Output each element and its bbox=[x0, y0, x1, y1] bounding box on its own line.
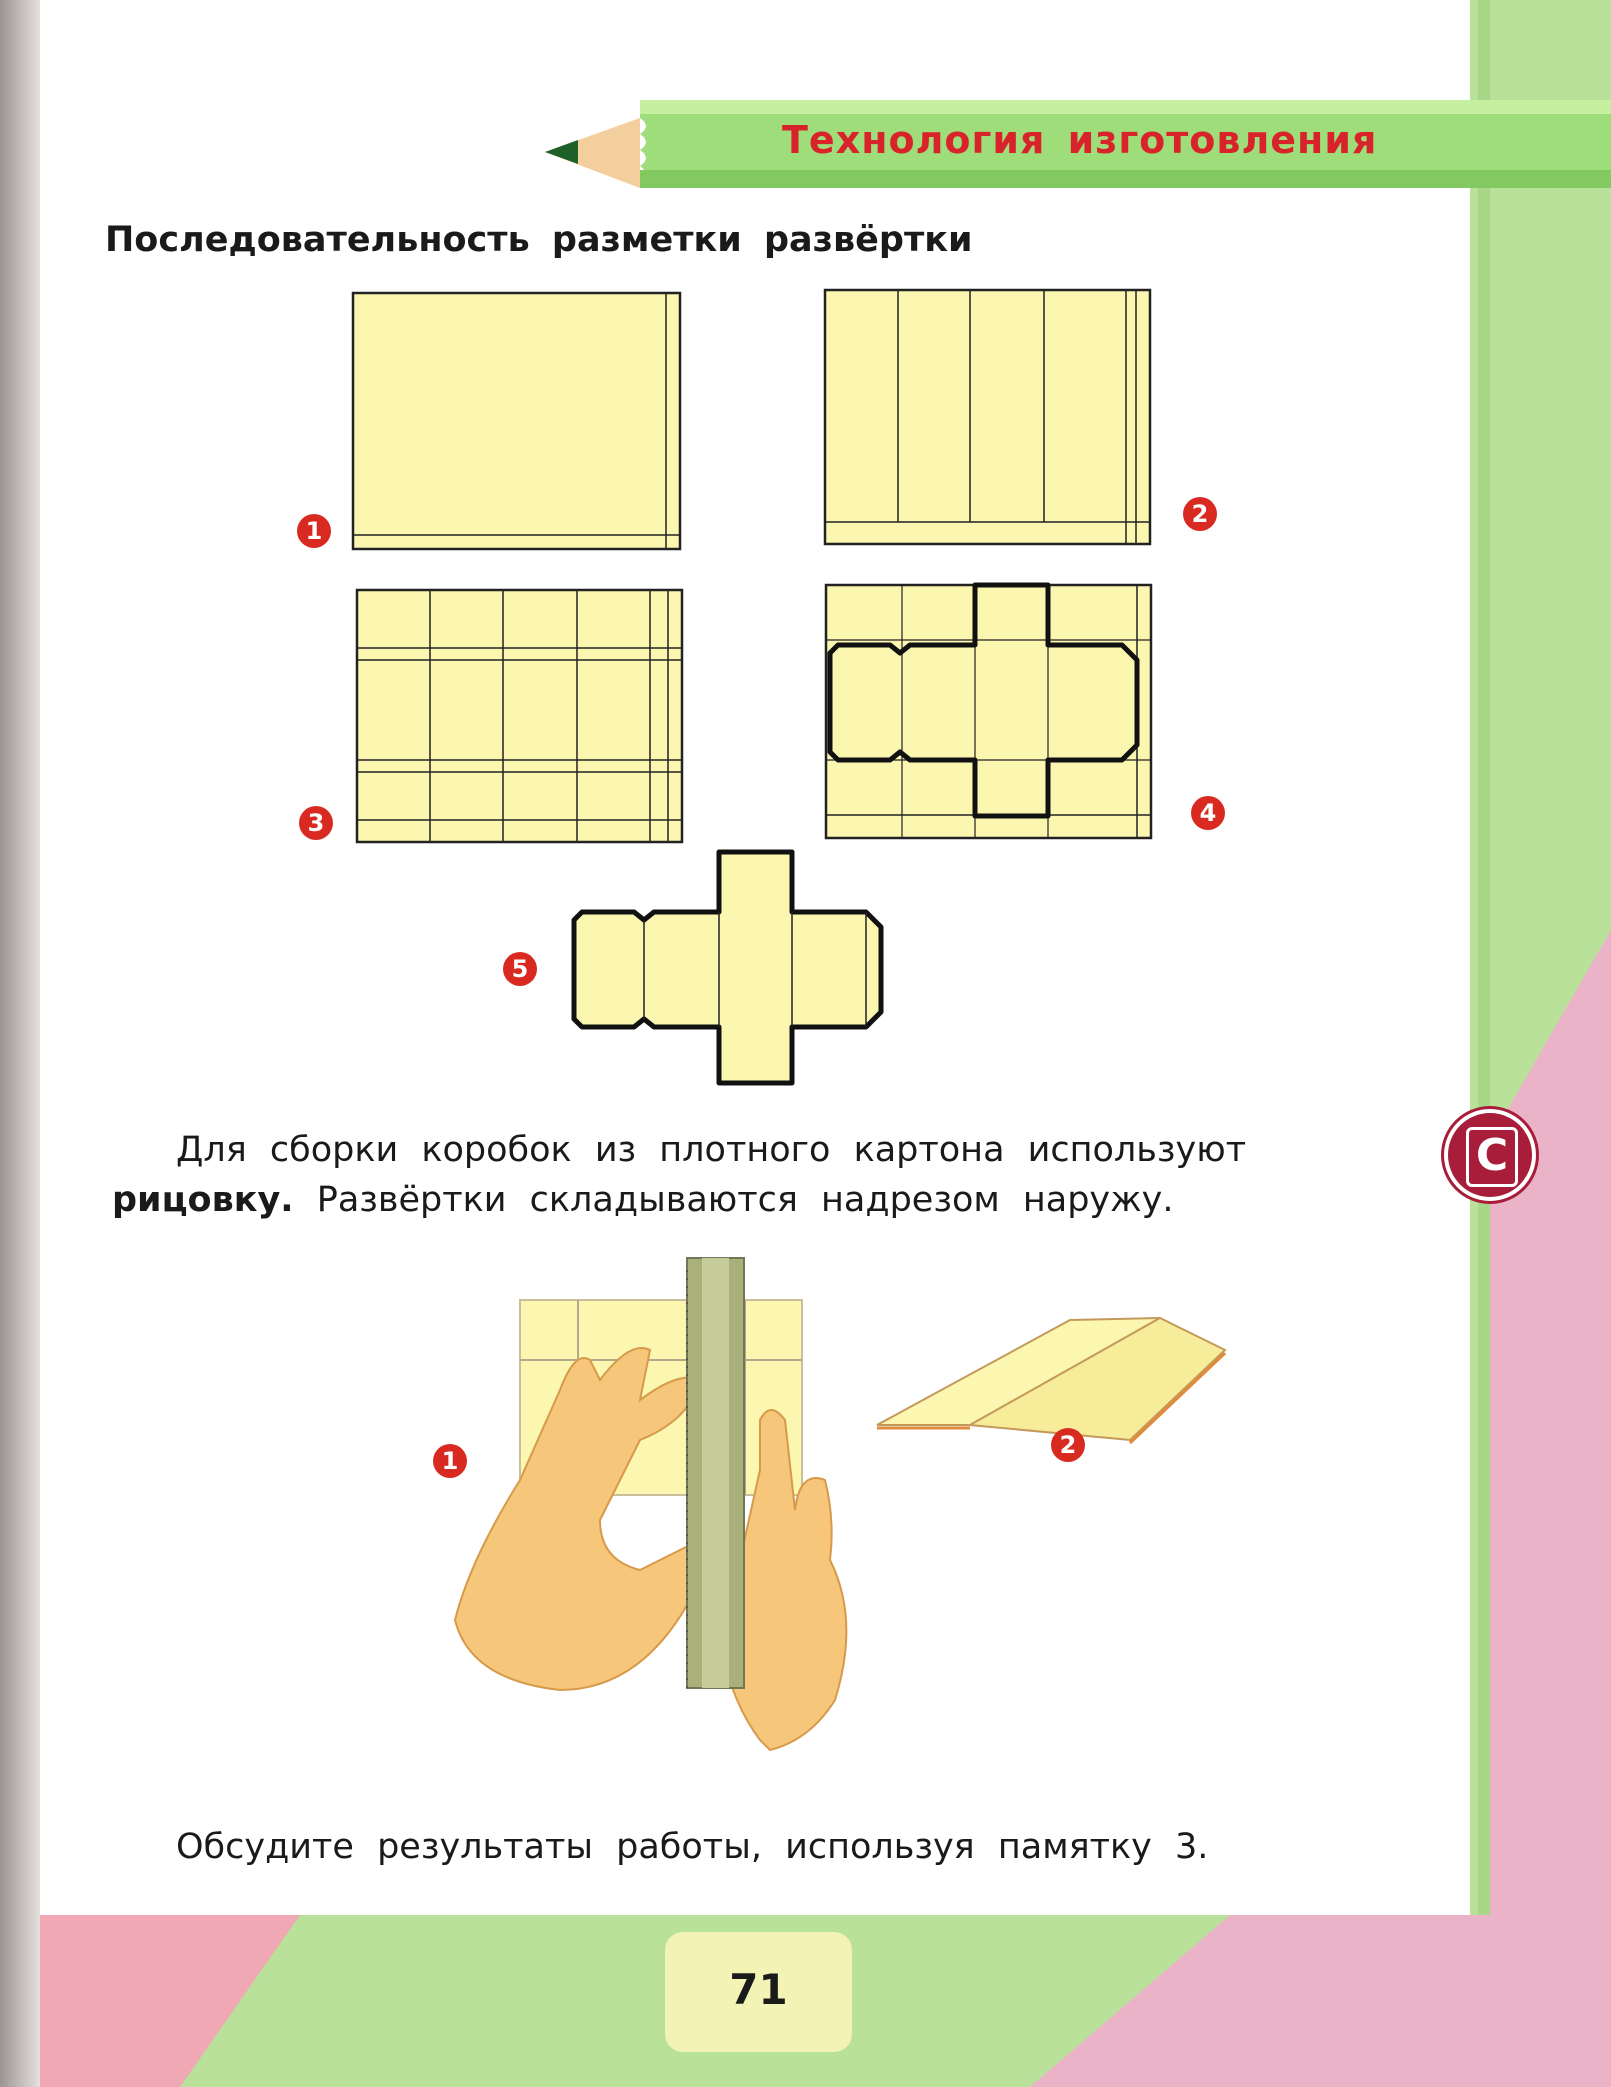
step-number-2: 2 bbox=[1183, 497, 1217, 531]
step-3-sheet bbox=[355, 588, 684, 844]
book-spine bbox=[0, 0, 40, 2087]
section-title: Последовательность разметки развёртки bbox=[105, 220, 973, 260]
c-badge-icon: С bbox=[1444, 1109, 1536, 1201]
step-number-4: 4 bbox=[1191, 796, 1225, 830]
page-number-box bbox=[665, 1932, 852, 2052]
page-number: 71 bbox=[729, 1965, 788, 2014]
discussion-text: Обсудите результаты работы, используя па… bbox=[176, 1827, 1209, 1867]
step-number-1: 1 bbox=[297, 514, 331, 548]
header-title: Технология изготовления bbox=[782, 118, 1378, 162]
step-5-net bbox=[571, 849, 884, 1086]
scoring-step-number-1: 1 bbox=[433, 1444, 467, 1478]
scoring-step-number-2: 2 bbox=[1051, 1428, 1085, 1462]
step-number-3: 3 bbox=[299, 806, 333, 840]
pencil-icon bbox=[545, 100, 1611, 188]
assembly-paragraph-rest: Развёртки складываются надрезом наружу. bbox=[293, 1180, 1174, 1220]
step-4-sheet bbox=[824, 582, 1153, 840]
step-1-sheet bbox=[351, 291, 682, 551]
right-margin-stripe bbox=[1478, 0, 1490, 2087]
net-diagrams bbox=[351, 288, 1153, 1086]
step-number-5: 5 bbox=[503, 952, 537, 986]
step-2-sheet bbox=[823, 288, 1152, 546]
assembly-paragraph-line1: Для сборки коробок из плотного картона и… bbox=[176, 1130, 1247, 1170]
term-scoring: рицовку. bbox=[112, 1180, 294, 1220]
assembly-paragraph-line2: рицовку. Развёртки складываются надрезом… bbox=[112, 1180, 1174, 1220]
